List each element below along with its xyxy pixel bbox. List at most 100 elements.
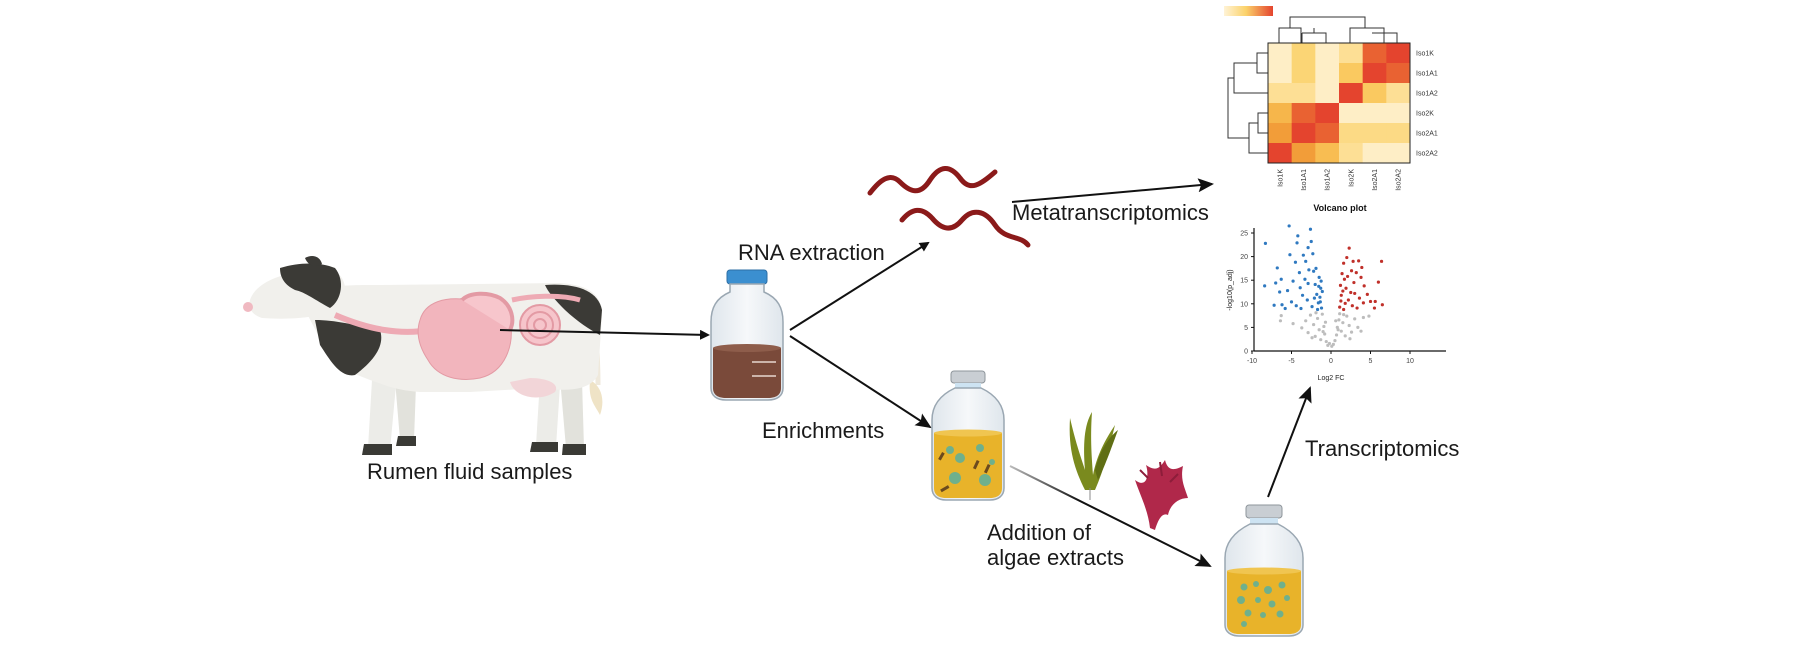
volcano-point-ns	[1319, 338, 1323, 342]
heatmap-cell	[1291, 63, 1316, 84]
volcano-point-ns	[1291, 322, 1295, 326]
volcano-point-down	[1313, 282, 1317, 287]
volcano-point-up	[1353, 291, 1357, 296]
volcano-point-ns	[1308, 313, 1313, 317]
volcano-point-down	[1309, 239, 1313, 244]
heatmap-cell	[1386, 103, 1411, 124]
heatmap-col-label: Iso1A2	[1325, 169, 1332, 191]
serum-bottle-icon	[931, 370, 1005, 501]
volcano-point-up	[1357, 296, 1362, 300]
heatmap-cell	[1386, 123, 1411, 144]
volcano-point-down	[1318, 300, 1322, 304]
heatmap-cell	[1291, 43, 1316, 64]
heatmap-row-label: Iso1A1	[1416, 71, 1438, 78]
heatmap-row-label: Iso2K	[1416, 111, 1434, 118]
volcano-point-ns	[1320, 312, 1324, 316]
arrow-cow-to-bottle	[499, 329, 710, 340]
volcano-point-down	[1278, 290, 1282, 294]
arrow-to-rna	[789, 241, 930, 331]
heatmap-cell	[1291, 123, 1316, 144]
column-dendrogram	[1278, 16, 1398, 43]
enrichments-label: Enrichments	[762, 418, 885, 443]
volcano-point-ns	[1324, 339, 1328, 344]
volcano-point-down	[1306, 246, 1310, 250]
rna-extraction-label: RNA extraction	[738, 240, 885, 265]
volcano-point-up	[1355, 306, 1359, 310]
volcano-point-down	[1305, 298, 1309, 302]
volcano-point-down	[1300, 293, 1305, 297]
heatmap-cell	[1362, 63, 1387, 84]
heatmap-cell	[1315, 63, 1340, 84]
arrow-to-final-bottle	[1009, 465, 1212, 567]
volcano-point-down	[1319, 306, 1324, 310]
heatmap-cell	[1339, 103, 1364, 124]
volcano-point-up	[1345, 255, 1349, 260]
heatmap-cell	[1386, 143, 1411, 164]
volcano-point-up	[1359, 275, 1363, 279]
volcano-point-down	[1283, 306, 1287, 311]
volcano-point-down	[1319, 286, 1323, 290]
volcano-point-up	[1340, 271, 1344, 276]
volcano-point-ns	[1347, 323, 1351, 328]
volcano-point-down	[1291, 279, 1295, 283]
volcano-point-ns	[1361, 315, 1365, 320]
volcano-point-down	[1311, 252, 1315, 256]
volcano-point-down	[1315, 292, 1319, 296]
volcano-point-up	[1376, 280, 1380, 284]
heatmap-cell	[1362, 103, 1387, 124]
volcano-point-down	[1317, 284, 1321, 288]
volcano-point-up	[1339, 293, 1343, 297]
volcano-point-down	[1304, 259, 1308, 263]
volcano-point-ns	[1356, 325, 1360, 329]
volcano-point-down	[1279, 277, 1283, 281]
volcano-x-tick-label: -10	[1247, 358, 1257, 365]
arrow-to-heatmap	[1011, 178, 1214, 203]
volcano-point-up	[1380, 303, 1384, 307]
volcano-point-ns	[1342, 313, 1346, 317]
volcano-point-down	[1314, 266, 1318, 270]
volcano-point-ns	[1349, 330, 1354, 334]
transcriptomics-label: Transcriptomics	[1305, 436, 1460, 461]
heatmap-row-label: Iso2A2	[1416, 151, 1438, 158]
volcano-point-down	[1315, 307, 1320, 312]
volcano-point-ns	[1367, 314, 1371, 318]
volcano-point-up	[1373, 299, 1377, 304]
volcano-point-down	[1319, 279, 1323, 283]
volcano-point-ns	[1321, 330, 1325, 334]
rumen-fluid-label: Rumen fluid samples	[367, 459, 573, 484]
heatmap-cell	[1315, 123, 1340, 144]
volcano-point-down	[1299, 306, 1303, 311]
volcano-point-ns	[1312, 322, 1316, 327]
volcano-point-up	[1349, 290, 1353, 295]
heatmap-cell	[1362, 83, 1387, 104]
volcano-point-ns	[1338, 312, 1342, 316]
volcano-point-ns	[1327, 341, 1332, 346]
heatmap-col-label: Iso2A1	[1372, 169, 1379, 191]
volcano-point-up	[1350, 304, 1354, 308]
cow-icon	[243, 256, 603, 455]
heatmap-row-label: Iso1K	[1416, 51, 1434, 58]
heatmap-cell	[1291, 103, 1316, 124]
volcano-point-down	[1294, 304, 1298, 308]
heatmap-cell	[1291, 143, 1316, 164]
volcano-point-ns	[1331, 342, 1335, 346]
heatmap-cell	[1386, 43, 1411, 64]
volcano-point-down	[1297, 271, 1301, 275]
volcano-point-up	[1342, 261, 1346, 265]
heatmap-cell	[1315, 103, 1340, 124]
volcano-point-down	[1312, 296, 1317, 300]
heatmap-cell	[1362, 143, 1387, 164]
volcano-point-up	[1357, 259, 1361, 263]
row-dendrogram	[1227, 52, 1268, 154]
volcano-x-tick-label: -5	[1288, 358, 1294, 365]
volcano-y-tick-label: 15	[1240, 278, 1248, 285]
volcano-point-down	[1308, 227, 1313, 231]
volcano-point-ns	[1341, 321, 1345, 325]
volcano-point-up	[1368, 299, 1373, 304]
volcano-point-ns	[1313, 334, 1317, 338]
heatmap-row-label: Iso2A1	[1416, 131, 1438, 138]
volcano-point-down	[1298, 286, 1302, 290]
volcano-x-tick-label: 5	[1369, 358, 1373, 365]
addition-label-line1: Addition of	[987, 520, 1091, 545]
